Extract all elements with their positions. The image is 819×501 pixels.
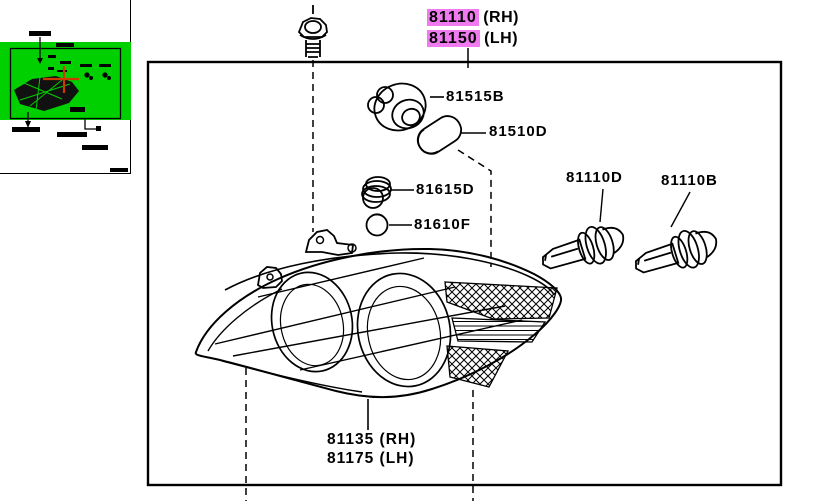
part-number-rh[interactable]: 81110 (427, 9, 479, 26)
assembly-lh[interactable]: 81175 (LH) (327, 450, 415, 467)
location-thumbnail[interactable] (0, 0, 131, 174)
header-part-numbers: 81110 (RH) 81150 (LH) (427, 7, 519, 49)
socket-81515b-drawing (367, 82, 427, 132)
bulb-81110b-drawing (635, 229, 718, 274)
leader-81110b (670, 191, 691, 228)
header-lh-row: 81150 (LH) (427, 28, 519, 49)
part-label-bulb-side[interactable]: 81510D (489, 123, 548, 140)
part-label-socket-signal[interactable]: 81615D (416, 181, 475, 198)
bulb-81110d-drawing (542, 225, 625, 270)
bulb-81610f-drawing (365, 213, 389, 237)
part-side-rh: (RH) (483, 9, 519, 26)
leader-81110d (599, 188, 604, 223)
part-side-lh: (LH) (484, 30, 519, 47)
thumbnail-mini-diagram (9, 31, 128, 172)
assembly-part-numbers: 81135 (RH) 81175 (LH) (327, 430, 416, 468)
bulb-81510d-drawing (416, 115, 462, 155)
part-label-bulb-outer[interactable]: 81110B (661, 172, 718, 189)
thumbnail-crosshair (43, 66, 79, 93)
socket-81615d-drawing (361, 176, 392, 209)
part-label-bulb-inner[interactable]: 81110D (566, 169, 623, 186)
part-label-socket-side[interactable]: 81515B (446, 88, 505, 105)
headlamp-assembly-drawing (194, 229, 563, 399)
assembly-rh[interactable]: 81135 (RH) (327, 431, 417, 448)
bulb-81510d-leader-dashed (457, 149, 492, 267)
screw-drawing (297, 5, 328, 58)
diagram-border (146, 60, 783, 487)
header-rh-row: 81110 (RH) (427, 7, 519, 28)
part-label-bulb-signal[interactable]: 81610F (414, 216, 471, 233)
part-number-lh[interactable]: 81150 (427, 30, 480, 47)
